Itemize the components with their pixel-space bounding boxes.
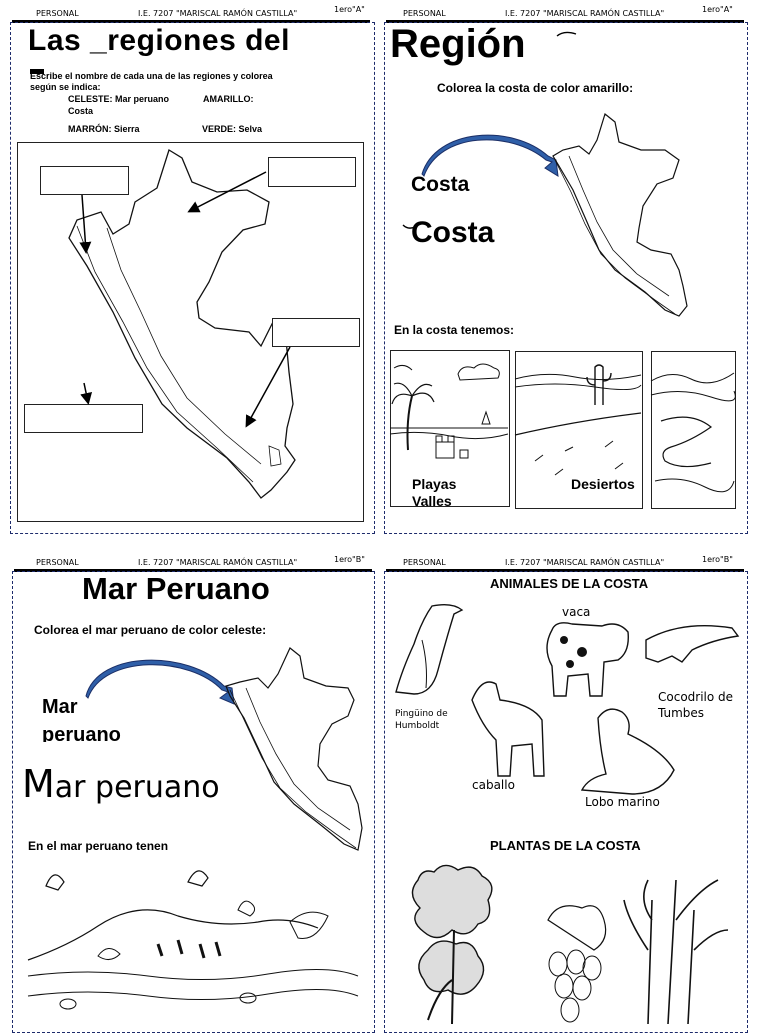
label-cocodrilo-line2: Tumbes [658, 706, 705, 720]
header-grade: 1ero"B" [702, 555, 733, 564]
coast-animals-illustration [395, 603, 740, 795]
header-personal: PERSONAL [36, 558, 79, 567]
legend-celeste: CELESTE: Mar peruano [68, 94, 170, 104]
sheet-frame [384, 22, 748, 534]
plants-title: PLANTAS DE LA COSTA [490, 838, 641, 853]
header-personal: PERSONAL [36, 9, 79, 18]
peru-map-outline [68, 149, 296, 499]
label-desiertos: Desiertos [571, 476, 635, 492]
coast-arrow [421, 134, 559, 177]
header-school: I.E. 7207 "MARISCAL RAMÓN CASTILLA" [138, 558, 298, 567]
header-rule [386, 20, 744, 23]
label-caballo: caballo [472, 778, 515, 792]
peru-sea-map [225, 647, 363, 851]
coast-plants-illustration [411, 864, 729, 1025]
label-playas: Playas [412, 476, 457, 492]
header-personal: PERSONAL [403, 558, 446, 567]
mar-label-large: Mar peruano [22, 762, 220, 806]
legend-verde: VERDE: Selva [202, 124, 263, 134]
sheet-frame [10, 22, 375, 534]
mar-label-line1: Mar [42, 696, 78, 718]
costa-label-large: Costa [411, 216, 495, 249]
header-rule [386, 569, 744, 572]
header-personal: PERSONAL [403, 9, 446, 18]
legend-amarillo: AMARILLO: [203, 94, 254, 104]
header-rule [14, 569, 372, 572]
pointer-arrows [79, 171, 291, 428]
costa-label: Costa [411, 173, 470, 196]
label-pinguino-line2: Humboldt [395, 721, 440, 731]
header-rule [12, 20, 370, 23]
label-cocodrilo-line1: Cocodrilo de [658, 690, 734, 704]
desert-illustration [514, 364, 642, 476]
label-cocodrilo: Cocodrilo de Tumbes [658, 689, 733, 721]
label-squiggle [402, 224, 416, 229]
header-school: I.E. 7207 "MARISCAL RAMÓN CASTILLA" [505, 9, 665, 18]
mar-label-line2-clip: peruano [42, 724, 121, 742]
answer-box-1[interactable] [40, 166, 129, 195]
valley-illustration [650, 372, 736, 493]
legend-costa: Costa [68, 106, 94, 116]
title-squiggle [556, 31, 577, 37]
label-lobo-marino: Lobo marino [585, 795, 660, 809]
title-underscore-mark [30, 69, 44, 74]
peru-coast-map [552, 112, 688, 317]
answer-box-2[interactable] [268, 157, 356, 187]
header-school: I.E. 7207 "MARISCAL RAMÓN CASTILLA" [505, 558, 665, 567]
instruction-line-2: según se indica: [30, 82, 101, 92]
answer-box-3[interactable] [272, 318, 360, 347]
instruction-line-1: Escribe el nombre de cada una de las reg… [30, 71, 273, 81]
header-grade: 1ero"B" [334, 555, 365, 564]
beach-illustration [389, 363, 509, 459]
subheading: En el mar peruano tenen [28, 839, 169, 853]
label-vaca: vaca [562, 605, 591, 619]
instruction-text: Escribe el nombre de cada una de las reg… [30, 71, 273, 93]
animals-title: ANIMALES DE LA COSTA [490, 576, 649, 591]
page-title: Mar Peruano [82, 571, 270, 606]
header-grade: 1ero"A" [334, 5, 365, 14]
mar-label-rest: ar peruano [54, 770, 220, 805]
label-pinguino-line1: Pingüino de [395, 709, 448, 719]
answer-box-4[interactable] [24, 404, 143, 433]
mar-label-line2: peruano [42, 724, 121, 742]
label-pinguino: Pingüino de Humboldt [395, 708, 448, 732]
sea-life-illustration [27, 870, 359, 1010]
label-valles: Valles [412, 493, 452, 509]
legend-marron: MARRÓN: Sierra [68, 124, 140, 134]
page-title: Región [390, 22, 526, 66]
instruction-text: Colorea el mar peruano de color celeste: [34, 623, 267, 637]
instruction-text: Colorea la costa de color amarillo: [437, 81, 634, 95]
header-school: I.E. 7207 "MARISCAL RAMÓN CASTILLA" [138, 9, 298, 18]
subheading: En la costa tenemos: [394, 323, 515, 337]
header-grade: 1ero"A" [702, 5, 733, 14]
page-title: Las _regiones del [28, 24, 290, 57]
mar-label-initial: M [22, 762, 55, 806]
